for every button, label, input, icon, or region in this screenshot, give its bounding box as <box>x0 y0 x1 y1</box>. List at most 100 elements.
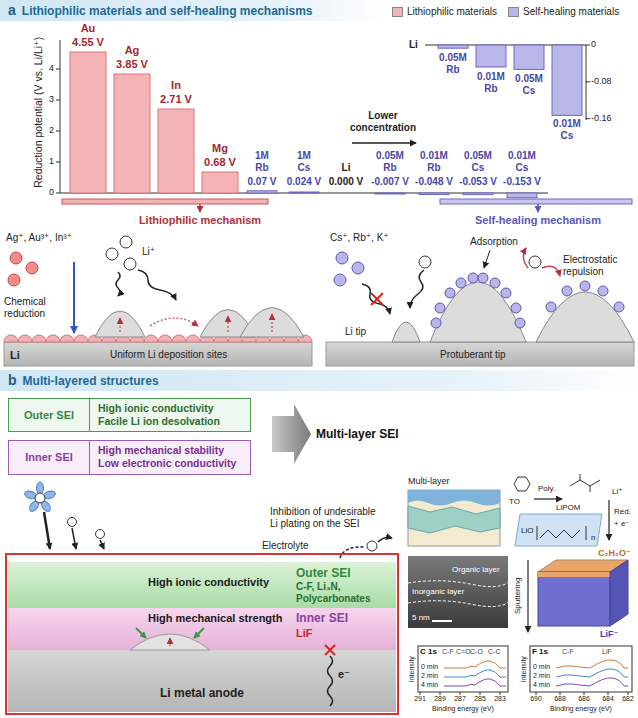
legend-label: Self-healing materials <box>523 6 619 18</box>
property-box: Outer SEIHigh ionic conductivity Facile … <box>8 398 251 432</box>
species-label: C₂H₂O⁻ <box>598 548 631 559</box>
tem-image <box>408 581 508 587</box>
lithium-substrate <box>4 342 634 366</box>
layer-label: LiF <box>296 627 313 640</box>
metal-ion <box>26 262 38 274</box>
reduction-arrow <box>74 262 75 333</box>
spectrum-label: 686 <box>577 695 591 703</box>
adsorbed-cation <box>431 273 624 328</box>
bar-value-label: 1M Rb <box>249 150 275 174</box>
cation <box>336 252 348 264</box>
growth-arrow <box>227 316 228 332</box>
electron-path <box>328 656 333 706</box>
spectrum-title: C 1s <box>420 647 437 657</box>
spectrum-curve <box>444 679 506 686</box>
lithium-ion <box>96 530 105 539</box>
trend-arrow <box>352 142 416 144</box>
spectrum-frame <box>420 692 500 695</box>
spectrum-frame <box>536 692 628 695</box>
spectrum-label: 2 min <box>421 672 438 680</box>
adsorbed-cation <box>501 288 511 298</box>
sputter-arrow <box>528 560 529 632</box>
micrograph-label: Inorganic layer <box>412 587 464 597</box>
bar-value-label: Ag <box>112 44 152 57</box>
inset-bar <box>514 45 544 69</box>
group-bracket <box>440 199 632 204</box>
ion-path <box>44 512 50 549</box>
spectrum-curve <box>556 669 628 677</box>
axis-title: Reduction potential (V vs. Li/Li⁺) <box>32 24 45 200</box>
spectrum-label: 690 <box>529 695 543 703</box>
inset-axis <box>425 45 590 120</box>
lithium-substrate <box>326 342 634 366</box>
tick-label: 0 <box>44 187 54 198</box>
tem-image <box>432 620 452 622</box>
chemical-label: Poly. <box>538 484 555 494</box>
adsorbed-cation <box>445 288 455 298</box>
cation <box>334 274 346 286</box>
lithium-ion <box>124 258 136 270</box>
lithium-deposit <box>240 308 304 338</box>
box-text: High ionic conductivity Facile Li ion de… <box>90 399 250 431</box>
pointer-arrow <box>484 250 490 268</box>
self-healing-bar <box>247 191 537 198</box>
bar-value-label: 0.05M Rb <box>374 150 406 174</box>
reaction-arrow <box>534 498 562 499</box>
bar-value-label: 1M Cs <box>291 150 317 174</box>
spectrum-label: 0 min <box>533 663 550 671</box>
adsorbed-cation <box>478 273 488 283</box>
lithiophilic-bar <box>158 109 194 193</box>
molecule-structure <box>570 474 600 492</box>
bar-value-label: 0.07 V <box>240 176 284 188</box>
solvated-ion <box>24 482 57 513</box>
tem-image <box>408 601 508 607</box>
spectrum-label: Intensity <box>520 639 528 699</box>
lithium-ion <box>120 236 132 248</box>
growth-arrow <box>120 314 272 332</box>
pointer-arrow <box>484 250 490 268</box>
ion-path <box>138 270 176 300</box>
spectrum-label: 684 <box>601 695 615 703</box>
panel-header: aLithiophilic materials and self-healing… <box>0 0 386 21</box>
blocked-mark <box>325 645 335 655</box>
adsorbed-cation <box>515 318 525 328</box>
self-healing-bar <box>247 191 277 193</box>
tick-label: -0.08 <box>591 76 612 87</box>
annotation-label: Li⁺ <box>142 246 155 258</box>
blocked-mark <box>325 645 335 655</box>
bar-value-label: -0.007 V <box>368 176 412 188</box>
layer-band: High ionic conductivityOuter SEIC-F, Li₃… <box>8 562 396 608</box>
depth-profile-cube <box>610 560 628 626</box>
chart-label: Lower concentration <box>348 110 418 134</box>
spectrum-label: 283 <box>493 695 507 703</box>
spectrum-label: 688 <box>553 695 567 703</box>
growth-arrow <box>271 314 272 332</box>
growth-arrow <box>150 318 198 326</box>
annotation-label: Adsorption <box>470 236 518 248</box>
trend-arrow <box>352 143 416 144</box>
tick-label: 4 <box>44 63 54 74</box>
layer-label: High ionic conductivity <box>148 576 269 589</box>
micrograph-label: Organic layer <box>452 565 500 575</box>
chart-axis <box>56 40 548 193</box>
spectrum-label: 682 <box>621 695 635 703</box>
annotation-label: Ag⁺, Au³⁺, In³⁺ <box>6 232 72 244</box>
species-label: LiF⁻ <box>600 629 618 640</box>
molecule-structure <box>514 474 600 492</box>
spectrum-label: 291 <box>413 695 427 703</box>
adsorbed-cation <box>456 278 466 288</box>
chemical-label: TO <box>509 497 520 507</box>
lithium-deposit <box>95 308 304 338</box>
adsorbed-cation <box>431 318 441 328</box>
repulsion-arrow <box>542 266 560 276</box>
ion-path <box>378 538 392 543</box>
chemical-label: n <box>591 533 595 543</box>
lithium-deposit <box>536 292 634 342</box>
chart-label: 0.000 V <box>324 176 368 188</box>
chart-label: Li <box>324 162 368 174</box>
mechanism-label: Self-healing mechanism <box>458 214 618 227</box>
bar-value-label: 3.85 V <box>107 58 157 71</box>
spectrum-label: 289 <box>433 695 447 703</box>
chart-axis <box>56 69 60 193</box>
